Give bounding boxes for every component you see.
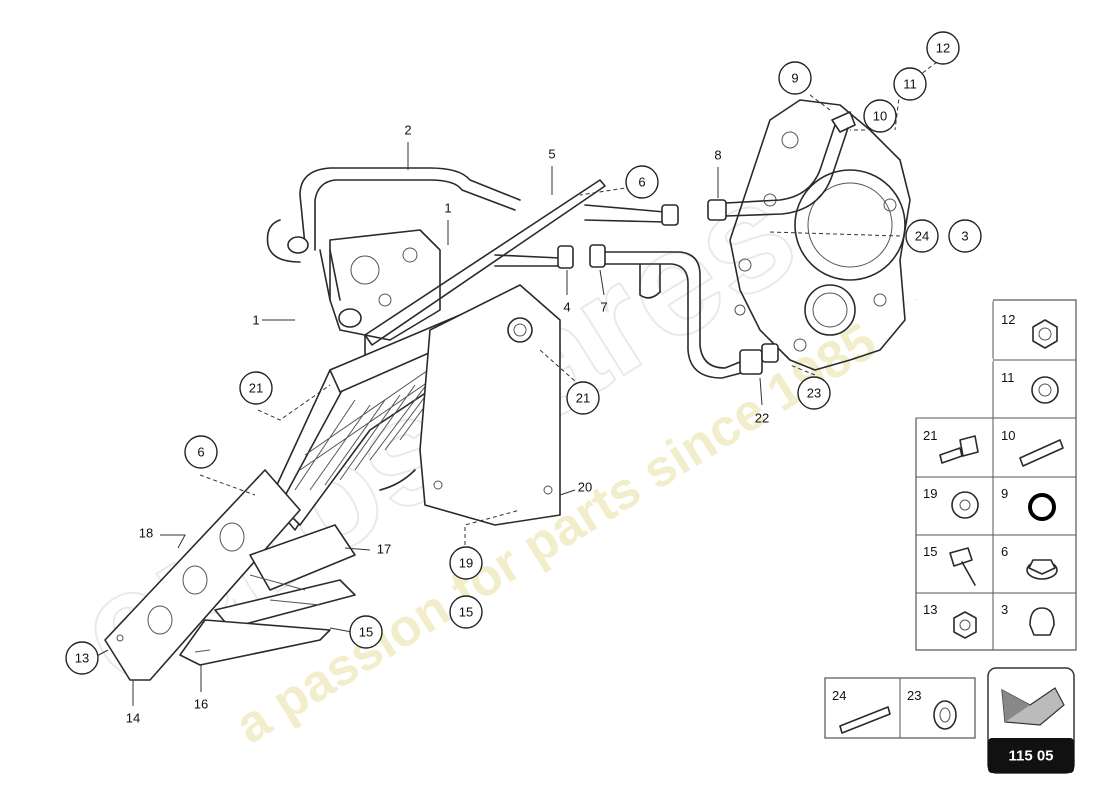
label-8: 8 (714, 148, 721, 163)
svg-text:12: 12 (936, 41, 950, 56)
nut-icon-13 (953, 611, 977, 639)
svg-text:9: 9 (791, 71, 798, 86)
label-1: 1 (252, 313, 259, 328)
svg-text:19: 19 (459, 556, 473, 571)
legend-cell-19: 19 (923, 486, 937, 501)
valve-cover-block (329, 229, 441, 341)
svg-text:10: 10 (873, 109, 887, 124)
bolt-icon-15 (949, 547, 976, 586)
washer-icon-23 (933, 700, 957, 730)
flange-nut-icon-6 (1026, 559, 1058, 580)
frame-14 (104, 469, 301, 681)
svg-text:13: 13 (75, 651, 89, 666)
svg-text:3: 3 (961, 229, 968, 244)
label-18: 18 (139, 526, 153, 541)
bracket-16 (179, 619, 331, 666)
callout-9: 9 (778, 61, 812, 95)
pipe-6-upper (584, 204, 679, 226)
hardware-legend: 12 11 21 10 19 9 15 6 13 3 (914, 298, 1077, 651)
engine-block-outline (729, 99, 911, 371)
legend-cell-23: 23 (907, 688, 921, 703)
label-14: 14 (126, 711, 140, 726)
bracket-17 (214, 524, 356, 629)
svg-text:15: 15 (359, 625, 373, 640)
svg-text:15: 15 (459, 605, 473, 620)
legend-cell-11: 11 (1001, 370, 1015, 385)
callout-10: 10 (863, 99, 897, 133)
svg-text:21: 21 (249, 381, 263, 396)
callout-6: 6 (625, 165, 659, 199)
label-20: 20 (578, 480, 592, 495)
callout-12: 12 (926, 31, 960, 65)
callout-23: 23 (797, 376, 831, 410)
callout-24: 24 (905, 219, 939, 253)
stud-icon-24 (839, 706, 891, 734)
legend-cell-24: 24 (832, 688, 846, 703)
svg-text:11: 11 (903, 77, 917, 92)
callout-21: 21 (239, 371, 273, 405)
nut-icon-12 (1032, 319, 1058, 349)
svg-text:21: 21 (576, 391, 590, 406)
label-1: 1 (444, 201, 451, 216)
callout-6: 6 (184, 435, 218, 469)
callout-13: 13 (65, 641, 99, 675)
label-17: 17 (377, 542, 391, 557)
legend-cell-9: 9 (1001, 486, 1008, 501)
pipe-8 (707, 111, 856, 221)
svg-text:24: 24 (915, 229, 929, 244)
label-22: 22 (755, 411, 769, 426)
stud-icon-21 (939, 435, 979, 464)
fitting-22-23 (739, 343, 779, 375)
label-7: 7 (600, 300, 607, 315)
shroud-20 (379, 284, 561, 526)
legend-cell-6: 6 (1001, 544, 1008, 559)
label-16: 16 (194, 697, 208, 712)
legend-cell-15: 15 (923, 544, 937, 559)
washer-icon-11 (1031, 376, 1059, 404)
legend-cell-12: 12 (1001, 312, 1015, 327)
svg-text:6: 6 (197, 445, 204, 460)
callout-19: 19 (449, 546, 483, 580)
o-ring-icon-9 (1028, 493, 1056, 521)
hose-2 (266, 167, 521, 328)
pipe-7 (589, 244, 746, 379)
label-4: 4 (563, 300, 570, 315)
legend-cell-21: 21 (923, 428, 937, 443)
washer-icon-19 (951, 491, 979, 519)
callout-15: 15 (449, 595, 483, 629)
legend-cell-3: 3 (1001, 602, 1008, 617)
svg-text:23: 23 (807, 386, 821, 401)
legend-cell-10: 10 (1001, 428, 1015, 443)
plate-box: 115 05 (987, 667, 1075, 774)
legend-cell-13: 13 (923, 602, 937, 617)
cap-nut-icon-3 (1029, 607, 1055, 636)
stud-icon-10 (1019, 439, 1064, 467)
pipe-4 (494, 245, 574, 269)
label-2: 2 (404, 123, 411, 138)
callout-11: 11 (893, 67, 927, 101)
label-5: 5 (548, 147, 555, 162)
callout-21: 21 (566, 381, 600, 415)
bottom-legend: 24 23 (824, 677, 976, 739)
plate-number: 115 05 (1008, 748, 1053, 765)
svg-text:6: 6 (638, 175, 645, 190)
callout-15: 15 (349, 615, 383, 649)
callout-3: 3 (948, 219, 982, 253)
